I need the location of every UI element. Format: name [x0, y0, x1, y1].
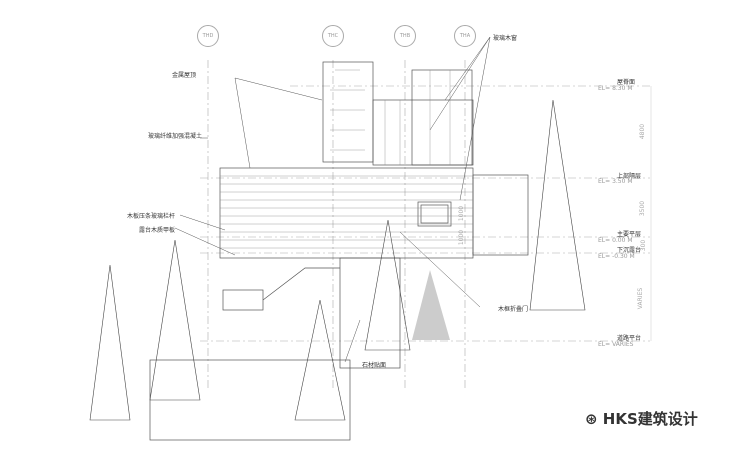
level-name: 屋脊面	[617, 79, 636, 86]
watermark-text: HKS建筑设计	[602, 410, 698, 428]
label-folding-door: 木框折叠门	[498, 306, 529, 313]
dimension: VARIES	[637, 287, 645, 310]
label-railing: 木板压条玻璃栏杆	[127, 213, 176, 220]
level-el: EL= 8.30 M	[598, 85, 633, 92]
grid-marker: THA	[454, 25, 476, 47]
label-window: 玻璃木窗	[493, 35, 518, 42]
level-el: EL= VARIES	[598, 341, 634, 348]
watermark: ⊛ HKS建筑设计	[585, 410, 698, 428]
label-deck: 露台木质甲板	[139, 227, 176, 234]
grid-marker: THC	[322, 25, 344, 47]
label-grc: 玻璃纤维加强混凝土	[148, 133, 203, 140]
level-name: 下沉露台	[617, 247, 642, 254]
trees	[89, 99, 586, 421]
dimension: 3500	[639, 200, 647, 217]
dimension: 300	[640, 239, 648, 252]
level-el: EL= 0.00 M	[598, 237, 633, 244]
dimension: 1000	[458, 205, 466, 222]
level-el: EL= -0.30 M	[598, 253, 635, 260]
level-name: 主要平层	[617, 231, 642, 238]
level-name: 道路平台	[617, 335, 642, 342]
level-name: 上部隔层	[617, 173, 642, 180]
grid-marker: THB	[394, 25, 416, 47]
level-el: EL= 3.50 M	[598, 178, 633, 185]
grid-marker: THD	[197, 25, 219, 47]
label-stone: 石材贴面	[362, 362, 387, 369]
label-metal-roof: 金属屋顶	[172, 72, 197, 79]
dimension: 1000	[458, 229, 466, 246]
dimension: 4800	[639, 123, 647, 140]
